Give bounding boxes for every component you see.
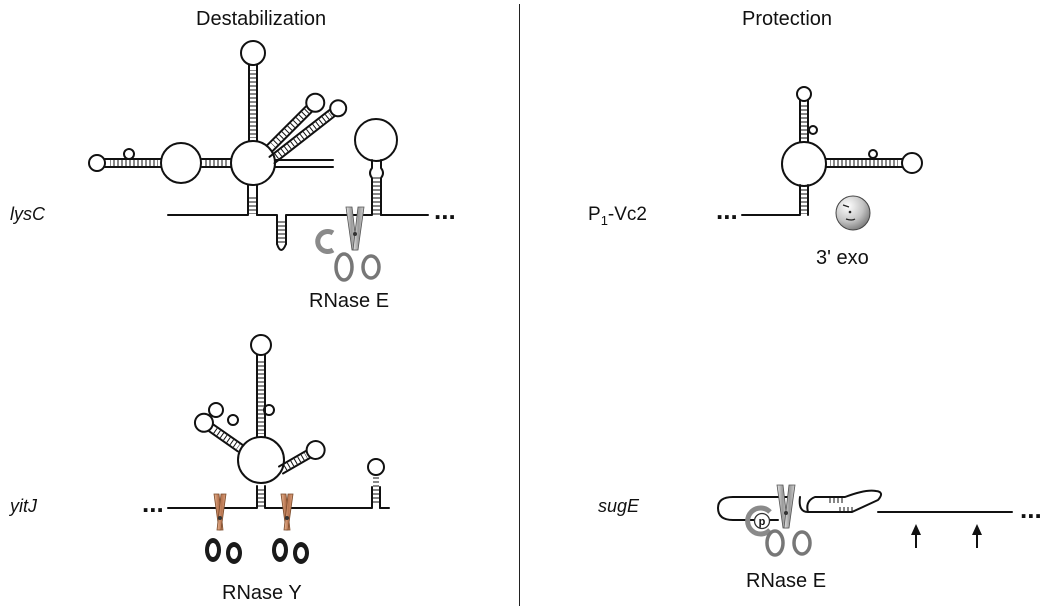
gene-label-yitJ: yitJ: [10, 496, 37, 516]
lysc-left-end-loop: [88, 154, 106, 172]
yitj-central-junction: [237, 436, 285, 484]
lysc-top-loop: [240, 40, 266, 66]
yitj-riboswitch: [167, 334, 390, 509]
p1vc2-right-loop: [901, 152, 923, 174]
enzyme-label-3-exo: 3' exo: [816, 247, 869, 269]
suge-phosphate-label: p: [759, 516, 766, 528]
heading-protection: Protection: [742, 8, 833, 30]
lysc-pacman-ring-icon: [315, 229, 335, 254]
arrow-up-icon-1: [911, 524, 921, 548]
gene-label-p1-rest: -Vc2: [607, 204, 647, 225]
ellipsis-p1vc2: ...: [716, 195, 738, 225]
lysc-p1-helix: [249, 197, 256, 214]
gene-label-p1-main: P: [588, 204, 601, 225]
gene-label-lysC: lysC: [10, 204, 45, 224]
lysc-term-right: [380, 159, 384, 197]
enzyme-label-rnase-y: RNase Y: [222, 582, 302, 604]
suge-rna: [717, 489, 1013, 521]
suge-left-hairpin: [717, 496, 790, 521]
lysc-ur1-loop: [305, 92, 326, 113]
p1vc2-junction: [781, 141, 827, 187]
lysc-left-bulge: [123, 148, 135, 160]
lysc-ur2-loop: [329, 99, 348, 118]
lysc-top-helix: [250, 70, 256, 138]
yitj-top-loop: [250, 334, 272, 356]
ellipsis-suge: ...: [1020, 494, 1042, 524]
lysc-riboswitch: [88, 40, 429, 251]
lysc-scissors-icon: [334, 206, 381, 282]
yitj-scissors-icon-1: [205, 493, 242, 564]
ellipsis-lysc: ...: [434, 195, 456, 225]
suge-right-hairpin: [798, 489, 882, 513]
arrow-up-icon-2: [972, 524, 982, 548]
yitj-term-loop: [367, 458, 385, 476]
gene-label-p1-subscript: 1: [600, 213, 608, 228]
suge-scissors-icon: [765, 484, 812, 557]
yitj-scissors-icon-2: [272, 493, 309, 564]
p1vc2-top-loop: [796, 86, 812, 102]
panel-divider: [519, 4, 520, 606]
lysc-term-loop: [354, 118, 398, 162]
lysc-term-left: [369, 159, 373, 197]
gene-label-sugE: sugE: [598, 496, 640, 516]
ellipsis-yitj: ...: [142, 488, 164, 518]
yitj-backbone-mid: [264, 485, 373, 509]
lysc-backbone-5prime: [167, 195, 249, 216]
exonuclease-ball-icon: [835, 195, 871, 231]
p1vc2-backbone: [741, 184, 801, 216]
lysc-backbone-mid: [256, 214, 278, 245]
gene-label-p1-vc2: P1-Vc2: [588, 204, 647, 227]
lysc-term-helix: [373, 175, 380, 215]
enzyme-label-rnase-e-suge: RNase E: [746, 570, 827, 592]
lysc-down-hairpin-loop: [276, 243, 287, 251]
enzyme-label-rnase-e-lysc: RNase E: [309, 290, 390, 312]
yitj-backbone-5prime: [167, 485, 258, 509]
p1vc2-riboswitch: [741, 86, 923, 216]
suge-pacman-ring-icon: p: [745, 505, 772, 537]
lysc-central-junction: [230, 140, 276, 186]
lysc-left-loop: [160, 142, 202, 184]
lysc-backbone-mid2: [285, 195, 373, 245]
heading-destabilization: Destabilization: [196, 8, 327, 30]
lysc-down-hairpin-helix: [278, 220, 285, 244]
